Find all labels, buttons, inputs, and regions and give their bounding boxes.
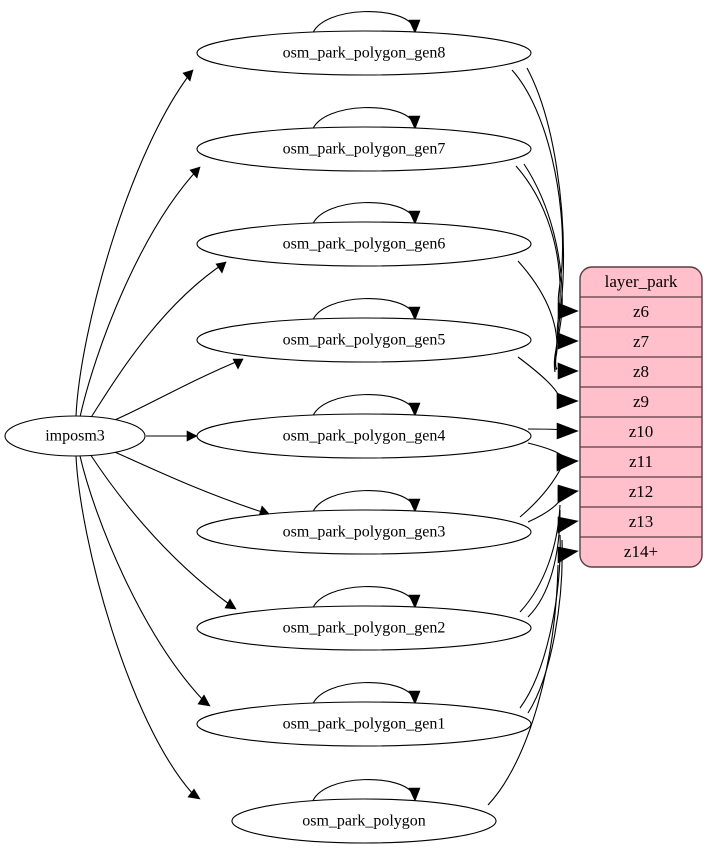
gen1-ellipse[interactable] — [196, 701, 532, 747]
arrowhead-gen5-z9 — [556, 392, 579, 410]
gen7-label: osm_park_polygon_gen7 — [283, 141, 446, 158]
gen5-ellipse[interactable] — [196, 317, 532, 363]
node-imposm3[interactable]: imposm3 — [4, 415, 146, 457]
gen8-label: osm_park_polygon_gen8 — [283, 45, 446, 62]
node-osm-park-polygon-gen5[interactable]: osm_park_polygon_gen5 — [196, 317, 532, 363]
node-osm-park-polygon-gen7[interactable]: osm_park_polygon_gen7 — [196, 126, 532, 172]
arrowhead-gen8-z6 — [557, 302, 579, 320]
arrowhead-self-loop-gen2 — [408, 594, 421, 609]
arrowhead-park-polygon-z14 — [557, 546, 579, 564]
edge-imposm3-to-gen6 — [89, 261, 227, 420]
gen6-label: osm_park_polygon_gen6 — [283, 236, 446, 253]
node-osm-park-polygon-gen1[interactable]: osm_park_polygon_gen1 — [196, 701, 532, 747]
gen3-ellipse[interactable] — [196, 509, 532, 555]
edge-imposm3-to-park-polygon — [75, 455, 193, 794]
gen4-label: osm_park_polygon_gen4 — [283, 428, 446, 445]
arrowhead-self-loop-gen5 — [408, 306, 421, 321]
edge-gen3-to-z11 — [519, 465, 563, 518]
imposm3-ellipse[interactable] — [4, 415, 146, 457]
arrowhead-imposm3-park-polygon — [187, 788, 201, 800]
self-loop-gen4 — [311, 394, 415, 419]
arrowhead-self-loop-gen4 — [408, 402, 421, 417]
layer-park-row-z12[interactable]: z12 — [629, 482, 654, 501]
edge-gen8-to-z6 — [511, 69, 564, 310]
edge-routing-gen2-long — [527, 509, 561, 618]
node-osm-park-polygon-gen3[interactable]: osm_park_polygon_gen3 — [196, 509, 532, 555]
arrowhead-gen1-z13 — [557, 516, 579, 534]
self-loop-park-polygon — [311, 779, 415, 804]
edge-imposm3-to-gen3 — [109, 449, 263, 513]
edge-imposm3-to-gen7 — [79, 166, 201, 418]
edge-imposm3-to-gen1 — [79, 455, 204, 701]
gen2-label: osm_park_polygon_gen2 — [283, 620, 446, 637]
layer-park-row-z13[interactable]: z13 — [629, 512, 654, 531]
self-loop-gen1 — [311, 682, 415, 707]
arrowhead-imposm3-gen7 — [189, 166, 201, 179]
arrowhead-gen3-z11b — [556, 454, 579, 472]
layer-park-row-z6[interactable]: z6 — [633, 302, 649, 321]
layer-park-row-z7[interactable]: z7 — [633, 332, 650, 351]
arrowhead-gen4-z10 — [556, 422, 579, 440]
gen5-label: osm_park_polygon_gen5 — [283, 332, 446, 349]
edge-gen3-to-z12 — [527, 496, 563, 523]
arrowhead-self-loop-gen3 — [408, 498, 421, 513]
self-loop-gen7 — [311, 107, 415, 132]
edges-to-layer-park — [487, 67, 579, 806]
edge-imposm3-to-gen2 — [89, 453, 230, 605]
gen4-ellipse[interactable] — [196, 413, 532, 459]
layer-park-table[interactable]: layer_park z6 z7 z8 z9 z10 z11 z12 z13 z… — [579, 266, 703, 568]
gen3-label: osm_park_polygon_gen3 — [283, 524, 446, 541]
self-loop-gen6 — [311, 202, 415, 227]
edge-gen5-to-z9 — [517, 356, 561, 399]
arrowhead-imposm3-gen4 — [186, 430, 198, 442]
layer-park-header: layer_park — [605, 272, 678, 291]
edge-gen2-to-z12 — [519, 504, 561, 613]
arrowhead-self-loop-gen6 — [408, 210, 421, 225]
arrowhead-imposm3-gen1 — [197, 694, 211, 707]
arrowhead-gen2-z12 — [557, 486, 579, 504]
edge-imposm3-to-gen8 — [75, 69, 194, 417]
imposm3-label: imposm3 — [45, 428, 105, 445]
node-osm-park-polygon[interactable]: osm_park_polygon — [231, 798, 497, 844]
node-osm-park-polygon-gen8[interactable]: osm_park_polygon_gen8 — [196, 30, 532, 76]
gen7-ellipse[interactable] — [196, 126, 532, 172]
arrowhead-imposm3-gen2 — [224, 598, 237, 610]
edges-from-imposm3 — [75, 69, 271, 800]
arrowhead-imposm3-gen8 — [182, 69, 194, 82]
edge-gen6-to-z8 — [517, 260, 558, 370]
self-loop-gen3 — [311, 490, 415, 515]
gen6-ellipse[interactable] — [196, 221, 532, 267]
park-polygon-ellipse[interactable] — [231, 798, 497, 844]
arrowhead-gen7-z7 — [557, 332, 579, 350]
node-osm-park-polygon-gen4[interactable]: osm_park_polygon_gen4 — [196, 413, 532, 459]
node-osm-park-polygon-gen6[interactable]: osm_park_polygon_gen6 — [196, 221, 532, 267]
edge-imposm3-to-gen5 — [109, 358, 244, 423]
arrowhead-self-loop-gen7 — [408, 115, 421, 130]
self-loop-gen8 — [311, 11, 415, 36]
arrowhead-self-loop-park-polygon — [408, 787, 421, 802]
arrowhead-gen6-z8 — [557, 362, 579, 380]
gen8-ellipse[interactable] — [196, 30, 532, 76]
edge-routing-gen7-long — [523, 163, 563, 373]
layer-park-row-z11[interactable]: z11 — [629, 452, 653, 471]
edge-routing-gen1-long — [527, 539, 563, 714]
node-osm-park-polygon-gen2[interactable]: osm_park_polygon_gen2 — [196, 605, 532, 651]
arrowhead-self-loop-gen1 — [408, 690, 421, 705]
park-polygon-label: osm_park_polygon — [302, 813, 426, 830]
gen2-ellipse[interactable] — [196, 605, 532, 651]
self-loop-gen5 — [311, 298, 415, 323]
layer-park-row-z8[interactable]: z8 — [633, 362, 649, 381]
arrowhead-imposm3-gen5 — [232, 358, 244, 370]
layer-park-row-z9[interactable]: z9 — [633, 392, 649, 411]
self-loop-edges — [311, 11, 421, 804]
layer-park-row-z10[interactable]: z10 — [629, 422, 654, 441]
edge-park-polygon-to-z14 — [487, 564, 559, 806]
gen1-label: osm_park_polygon_gen1 — [283, 716, 446, 733]
edge-gen7-to-z7 — [515, 165, 561, 340]
layer-park-row-z14[interactable]: z14+ — [624, 542, 658, 561]
arrowhead-self-loop-gen8 — [408, 19, 421, 34]
arrowhead-imposm3-gen6 — [215, 261, 227, 274]
self-loop-gen2 — [311, 586, 415, 611]
